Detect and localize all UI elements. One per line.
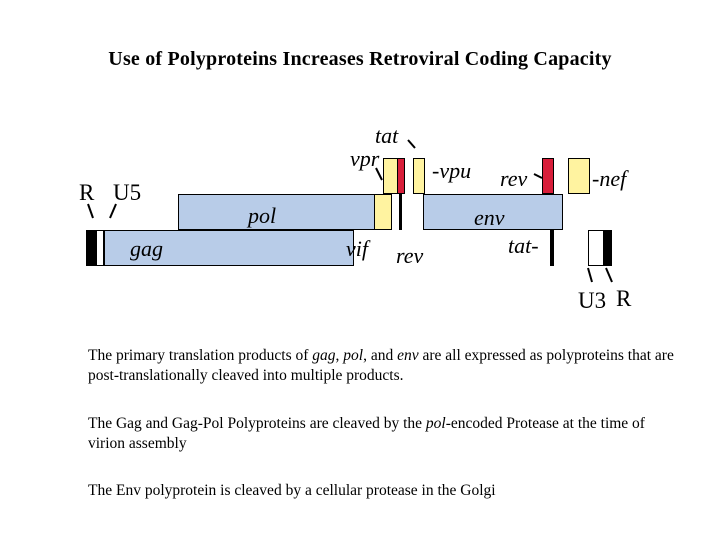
pol-gene-box: [178, 194, 378, 230]
label-rev-top: rev: [500, 166, 528, 191]
gene-gag-italic: gag: [312, 347, 336, 364]
label-vpr: vpr: [350, 146, 380, 171]
page-title: Use of Polyproteins Increases Retroviral…: [108, 48, 612, 70]
nef-gene-box: [568, 158, 590, 194]
label-vpu: -vpu: [432, 158, 472, 183]
label-nef: -nef: [592, 166, 627, 191]
gene-pol-italic-2: pol: [425, 415, 446, 432]
vif-gene-box: [374, 194, 392, 230]
label-vif: vif: [346, 236, 368, 261]
ltr-right-white: [588, 230, 604, 266]
paragraph-env-cleavage: The Env polyprotein is cleaved by a cell…: [88, 482, 496, 499]
paragraph-gag-pol-cleavage: The Gag and Gag-Pol Polyproteins are cle…: [88, 415, 645, 452]
env-gene-box: [423, 194, 563, 230]
label-r-left: R: [79, 180, 95, 205]
tat-exon1-box: [397, 158, 405, 194]
label-pol: pol: [248, 203, 277, 228]
ltr-left-white: [96, 230, 104, 266]
tat-exon2-line: [550, 230, 554, 266]
label-tat-bottom: tat-: [508, 233, 539, 258]
label-u5: U5: [113, 180, 142, 205]
ltr-right-block: [604, 230, 612, 266]
label-u3: U3: [578, 288, 607, 313]
label-gag: gag: [130, 236, 163, 261]
gene-env-italic: env: [397, 347, 419, 364]
label-tat-top: tat: [375, 123, 399, 148]
paragraph-translation-products: The primary translation products of gag,…: [88, 347, 674, 384]
gag-gene-box: [104, 230, 354, 266]
rev-exon1-line: [399, 194, 402, 230]
rev-exon2-box: [542, 158, 554, 194]
label-r-right: R: [616, 286, 632, 311]
label-env: env: [474, 205, 505, 230]
vpu-gene-box: [413, 158, 425, 194]
label-rev-bottom: rev: [396, 243, 424, 268]
gene-pol-italic: pol: [343, 347, 364, 364]
ltr-left-block: [86, 230, 96, 266]
